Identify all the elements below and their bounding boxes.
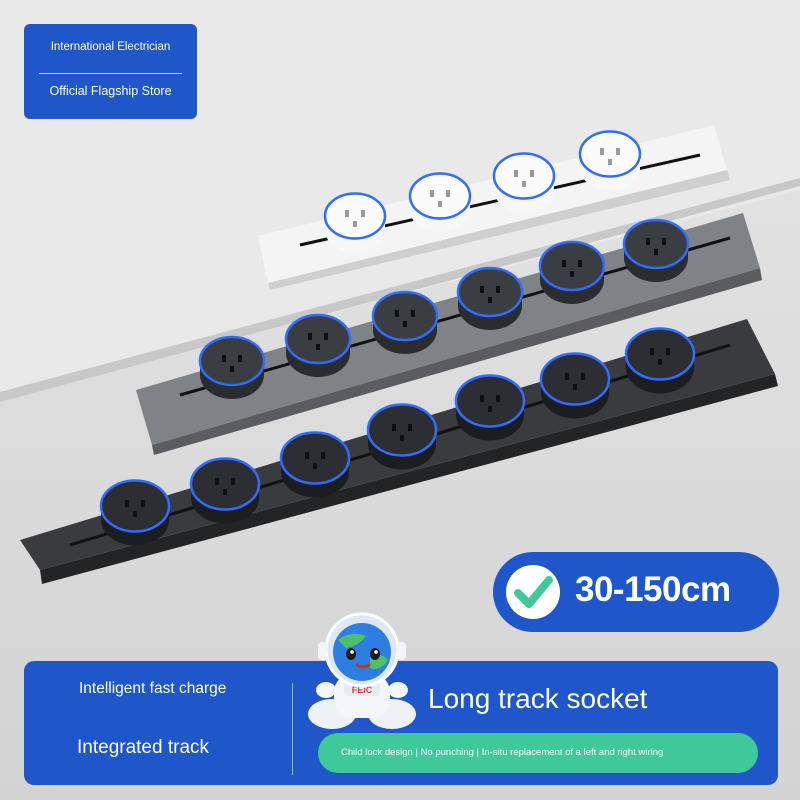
socket: [624, 327, 696, 394]
socket: [198, 335, 266, 399]
socket: [366, 403, 438, 470]
gray-track: [136, 213, 762, 455]
feature-pill-text: Child lock design | No punching | In-sit…: [341, 747, 664, 758]
mascot-label: FEiC: [352, 685, 373, 695]
socket: [456, 266, 524, 330]
socket: [539, 352, 611, 419]
length-badge: 30-150cm: [493, 552, 779, 632]
socket: [284, 313, 352, 377]
store-badge-line2: Official Flagship Store: [49, 84, 172, 98]
socket: [492, 152, 556, 213]
feature-fast-charge: Intelligent fast charge: [79, 680, 227, 697]
store-badge: International Electrician Official Flags…: [24, 24, 197, 119]
socket: [578, 130, 642, 191]
feature-integrated-track: Integrated track: [77, 737, 210, 758]
socket: [323, 192, 387, 253]
mascot-astronaut-icon: FEiC: [308, 612, 416, 729]
socket: [538, 240, 606, 304]
banner-divider: [292, 683, 293, 775]
banner-title: Long track socket: [428, 683, 648, 714]
socket: [408, 172, 472, 233]
feature-pill: Child lock design | No punching | In-sit…: [318, 733, 758, 773]
store-badge-divider: [39, 73, 182, 74]
socket: [622, 218, 690, 282]
length-text: 30-150cm: [575, 570, 731, 609]
black-track: [20, 319, 778, 584]
white-track: [258, 125, 730, 290]
socket: [279, 431, 351, 498]
socket: [454, 374, 526, 441]
socket: [99, 479, 171, 546]
socket: [371, 290, 439, 354]
socket: [189, 457, 261, 524]
store-badge-line1: International Electrician: [50, 41, 171, 53]
check-icon: [503, 562, 563, 622]
